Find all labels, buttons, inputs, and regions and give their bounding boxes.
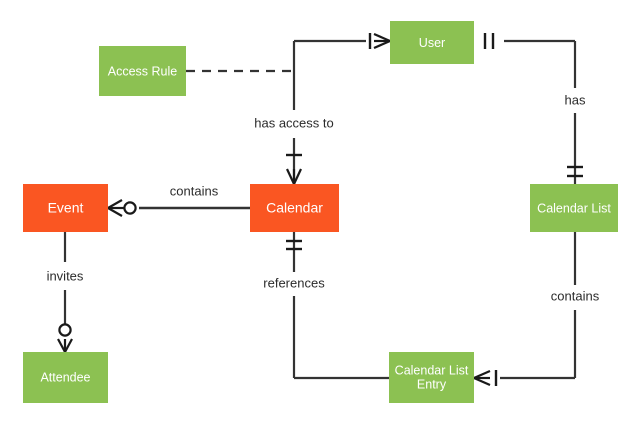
cardinality-one-or-many-clentry-right xyxy=(473,369,498,387)
entity-calendar[interactable]: Calendar xyxy=(250,184,339,232)
entity-attendee-label: Attendee xyxy=(40,370,90,384)
entity-calendar-label: Calendar xyxy=(266,200,323,216)
entity-calendar-list[interactable]: Calendar List xyxy=(530,184,618,232)
entity-user[interactable]: User xyxy=(390,21,474,64)
entity-user-label: User xyxy=(419,36,445,50)
entity-user-rect[interactable] xyxy=(390,21,474,64)
entity-attendee-rect[interactable] xyxy=(23,352,108,403)
cardinality-one-or-many-user-left xyxy=(368,32,391,50)
entity-access-rule-label: Access Rule xyxy=(108,64,178,78)
entity-attendee[interactable]: Attendee xyxy=(23,352,108,403)
cardinality-exactly-one-calendarlist-top xyxy=(567,165,583,178)
relationship-label-contains-left: contains xyxy=(170,183,219,198)
entity-access-rule[interactable]: Access Rule xyxy=(99,46,186,96)
entity-calendar-list-entry[interactable]: Calendar List Entry xyxy=(389,352,474,403)
cardinality-zero-or-many-event xyxy=(107,199,137,217)
relationship-label-invites: invites xyxy=(47,268,84,283)
cardinality-exactly-one-calendar-bottom xyxy=(286,239,302,251)
cardinality-zero-or-many-attendee-top xyxy=(57,323,73,353)
entity-calendar-list-rect[interactable] xyxy=(530,184,618,232)
entity-calendar-list-entry-label-line2: Entry xyxy=(417,377,447,391)
entity-calendar-list-label: Calendar List xyxy=(537,201,611,215)
entity-calendar-rect[interactable] xyxy=(250,184,339,232)
entity-access-rule-rect[interactable] xyxy=(99,46,186,96)
entity-event[interactable]: Event xyxy=(23,184,108,232)
entity-calendar-list-entry-label-line1: Calendar List xyxy=(395,363,469,377)
cardinality-one-or-many-calendar-top xyxy=(286,153,302,185)
relationship-label-references: references xyxy=(263,275,325,290)
cardinality-exactly-one-user-right xyxy=(483,33,495,49)
entity-event-label: Event xyxy=(48,200,84,216)
relationship-label-contains-right: contains xyxy=(551,288,600,303)
entity-event-rect[interactable] xyxy=(23,184,108,232)
entity-calendar-list-entry-rect[interactable] xyxy=(389,352,474,403)
relationship-label-has-access-to: has access to xyxy=(254,115,334,130)
relationship-label-has: has xyxy=(565,92,586,107)
